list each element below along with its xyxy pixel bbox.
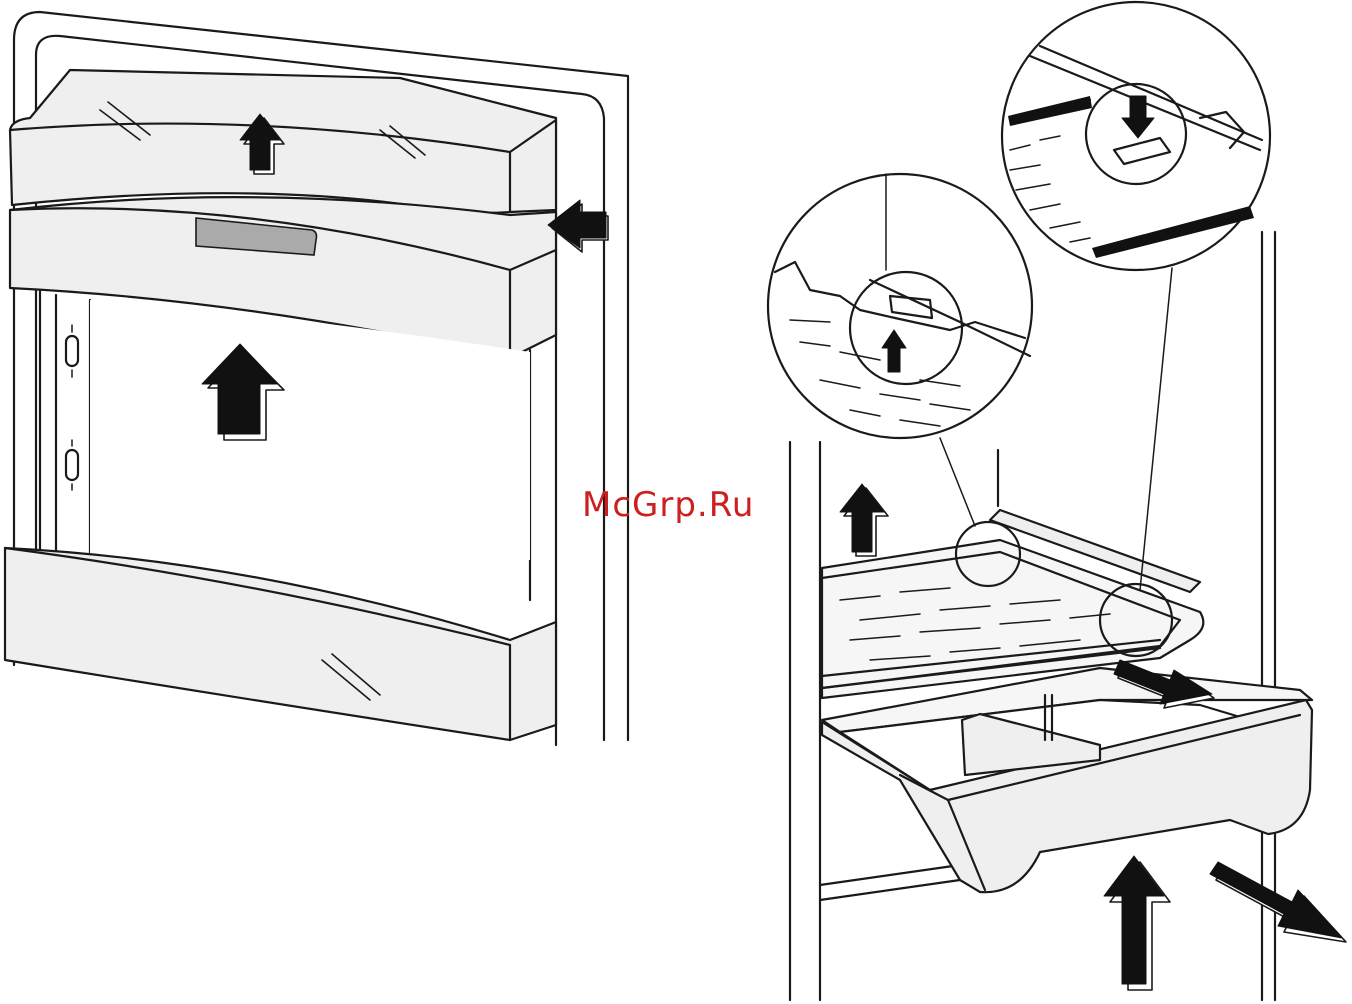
detail-callout-right bbox=[1002, 2, 1270, 270]
right-shelf-illustration bbox=[768, 2, 1346, 1000]
watermark-text: McGrp.Ru bbox=[582, 485, 754, 525]
shelf-support-hole bbox=[66, 336, 78, 366]
arrow-up-shelf bbox=[840, 484, 888, 556]
left-door-illustration bbox=[5, 12, 628, 745]
arrow-up-drawer bbox=[1104, 856, 1170, 990]
callout-line-right bbox=[1140, 268, 1172, 590]
cabinet-wall-left bbox=[790, 442, 820, 1000]
callout-line-left bbox=[940, 438, 975, 526]
cabinet-floor-rail bbox=[820, 865, 960, 900]
shelf-support-hole bbox=[66, 450, 78, 480]
detail-callout-left bbox=[768, 174, 1032, 438]
door-bin-lower bbox=[5, 548, 556, 740]
arrow-down-right-drawer bbox=[1210, 862, 1346, 942]
cabinet-wall-right bbox=[1262, 232, 1275, 1000]
